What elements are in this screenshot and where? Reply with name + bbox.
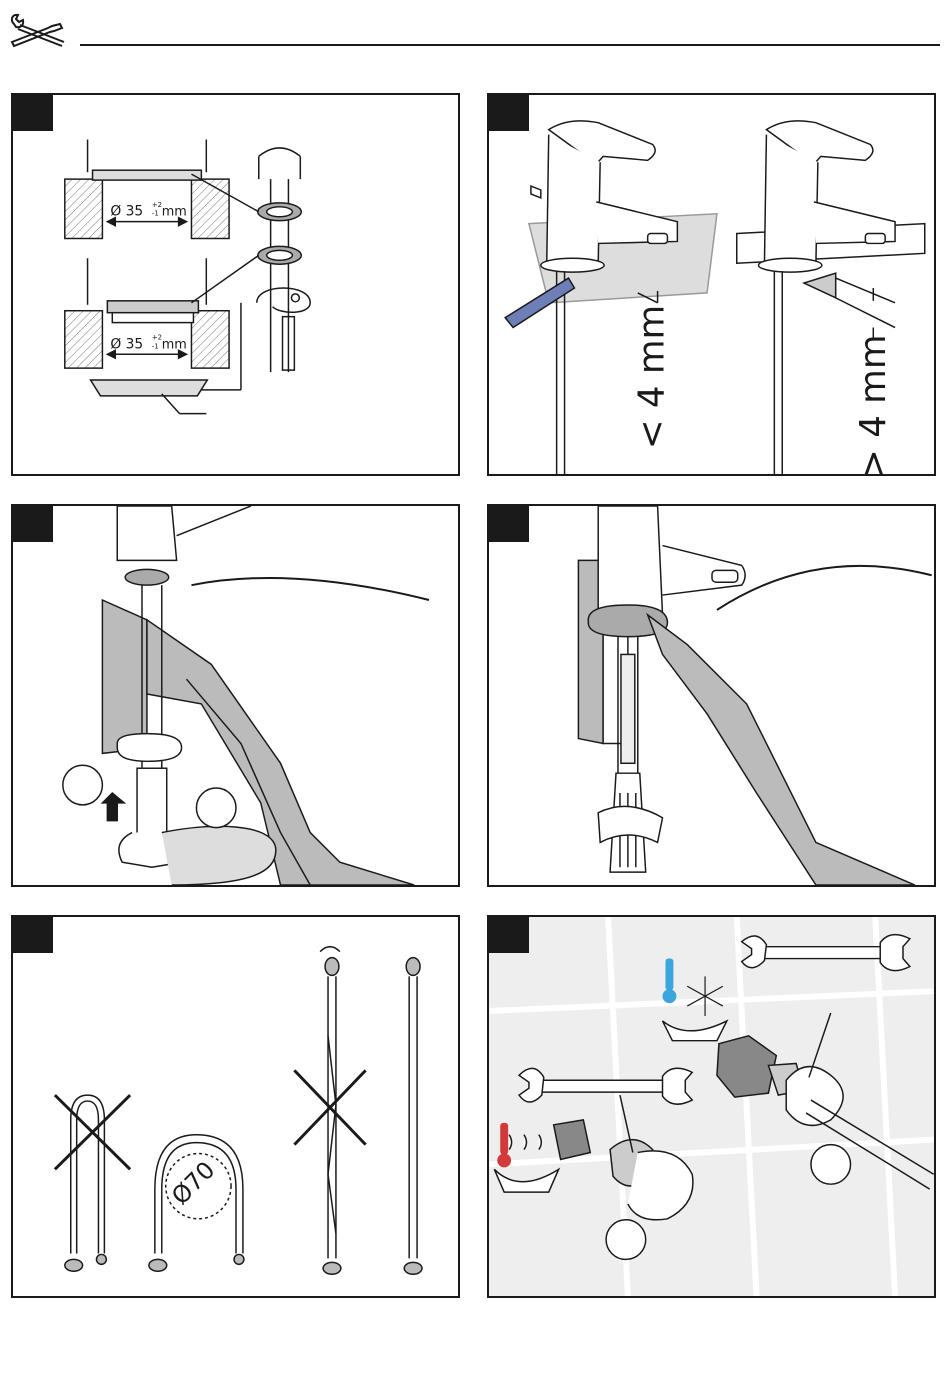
dim-upper-value: Ø 35 (110, 204, 143, 220)
wrench-screwdriver-icon (8, 10, 68, 50)
dim-lower-value: Ø 35 (110, 336, 143, 352)
tol-lower-bottom: -1 (152, 342, 159, 350)
step-6-illustration (489, 917, 934, 1296)
step-4-illustration (489, 506, 934, 885)
step-6-panel (487, 915, 936, 1298)
label-less-than-4mm: < 4 mm (632, 305, 673, 450)
step-3-illustration (13, 506, 458, 885)
snowflake-icon (687, 976, 723, 1016)
hot-thermometer-icon (497, 1123, 511, 1168)
dim-lower-unit: mm (162, 337, 187, 352)
step-1-panel: Ø 35 +2 -1 mm Ø 35 +2 -1 mm (11, 93, 460, 476)
step-5-panel: Ø70 (11, 915, 460, 1298)
dim-upper-unit: mm (162, 205, 187, 220)
step-2-illustration: < 4 mm > 4 mm (489, 95, 934, 474)
tol-lower-top: +2 (152, 333, 162, 341)
wrench-icon (742, 935, 910, 971)
tol-upper-top: +2 (152, 201, 162, 209)
label-greater-than-4mm: > 4 mm (853, 334, 894, 474)
step-4-panel (487, 504, 936, 887)
header-rule (80, 44, 940, 46)
tol-upper-bottom: -1 (152, 210, 159, 218)
cold-thermometer-icon (663, 959, 677, 1004)
step-3-panel (11, 504, 460, 887)
step-2-panel: < 4 mm > 4 mm (487, 93, 936, 476)
step-5-illustration: Ø70 (13, 917, 458, 1296)
step-1-illustration: Ø 35 +2 -1 mm Ø 35 +2 -1 mm (13, 95, 458, 474)
